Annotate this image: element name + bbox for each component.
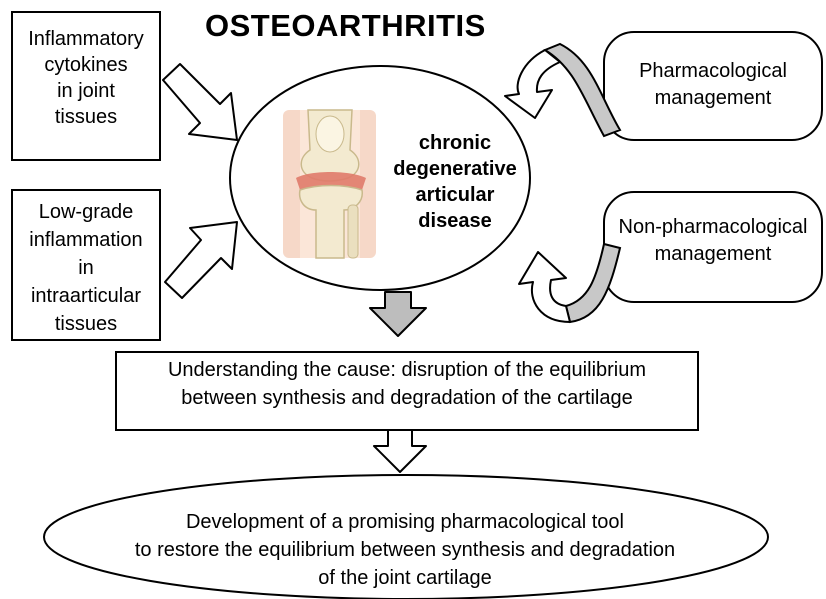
disease-text: chronic degenerative articular disease: [380, 130, 530, 234]
cause-text: Understanding the cause: disruption of t…: [116, 356, 698, 412]
diagram-title: OSTEOARTHRITIS: [205, 8, 486, 44]
cytokines-text: Inflammatory cytokines in joint tissues: [12, 26, 160, 130]
outcome-text: Development of a promising pharmacologic…: [70, 508, 740, 592]
non-pharmacological-text: Non-pharmacological management: [606, 214, 820, 268]
curved-arrow-non-pharmacological: [519, 244, 620, 322]
arrow-inflammation-to-disease: [165, 222, 237, 298]
down-arrow-to-outcome: [374, 430, 426, 472]
down-arrow-to-cause: [370, 292, 426, 336]
pharmacological-text: Pharmacological management: [606, 58, 820, 112]
arrow-cytokines-to-disease: [163, 64, 237, 140]
knee-joint-image: [283, 110, 376, 258]
curved-arrow-pharmacological: [505, 44, 620, 136]
low-grade-inflammation-text: Low-grade inflammation in intraarticular…: [12, 198, 160, 338]
